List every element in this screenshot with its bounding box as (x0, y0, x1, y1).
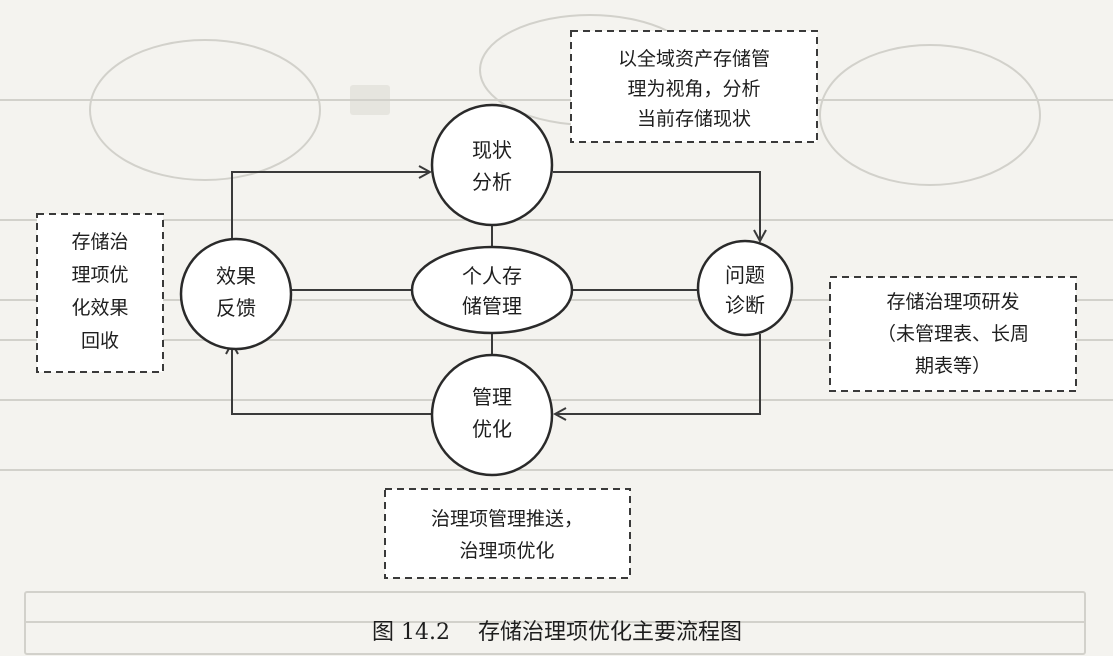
node-status-analysis: 现状 分析 (430, 103, 554, 227)
note-left-line-2: 理项优 (71, 264, 128, 286)
node-status-line-2: 分析 (472, 170, 512, 194)
node-optimize-line-1: 管理 (472, 385, 512, 409)
note-right-line-3: 期表等） (915, 355, 991, 377)
note-bottom: 治理项管理推送， 治理项优化 (384, 488, 631, 579)
edge-status-to-diagnosis (553, 171, 760, 241)
note-top-line-1: 以全域资产存储管 (618, 48, 770, 70)
node-effect-feedback: 效果 反馈 (179, 237, 293, 351)
node-status-line-1: 现状 (472, 138, 512, 162)
note-top: 以全域资产存储管 理为视角，分析 当前存储现状 (570, 30, 818, 143)
note-right-line-1: 存储治理项研发 (886, 291, 1019, 313)
note-top-line-2: 理为视角，分析 (627, 78, 760, 100)
note-bottom-line-1: 治理项管理推送， (431, 508, 583, 530)
note-left-line-4: 回收 (81, 330, 119, 352)
node-diagnosis-line-2: 诊断 (725, 293, 765, 317)
note-left-line-3: 化效果 (71, 297, 128, 319)
node-personal-storage: 个人存 储管理 (410, 245, 574, 335)
note-top-line-3: 当前存储现状 (637, 108, 751, 130)
note-left: 存储治 理项优 化效果 回收 (36, 213, 164, 373)
edge-feedback-to-status (231, 172, 430, 248)
node-feedback-line-1: 效果 (216, 264, 256, 288)
edge-optimize-to-feedback (232, 343, 431, 415)
note-right: 存储治理项研发 （未管理表、长周 期表等） (829, 276, 1077, 392)
node-optimize-line-2: 优化 (472, 417, 512, 441)
node-center-line-2: 储管理 (462, 294, 522, 318)
spokes (290, 224, 697, 356)
node-problem-diagnosis: 问题 诊断 (696, 239, 794, 337)
note-left-line-1: 存储治 (71, 231, 128, 253)
note-bottom-line-2: 治理项优化 (459, 540, 554, 562)
node-management-optimize: 管理 优化 (430, 353, 554, 477)
node-diagnosis-line-1: 问题 (725, 263, 765, 287)
node-center-line-1: 个人存 (462, 264, 522, 288)
node-feedback-line-2: 反馈 (216, 296, 256, 320)
cycle-edges (232, 172, 760, 414)
figure-caption: 图 14.2 存储治理项优化主要流程图 (372, 620, 742, 645)
note-right-line-2: （未管理表、长周 (877, 323, 1029, 345)
edge-diagnosis-to-optimize (555, 334, 761, 414)
